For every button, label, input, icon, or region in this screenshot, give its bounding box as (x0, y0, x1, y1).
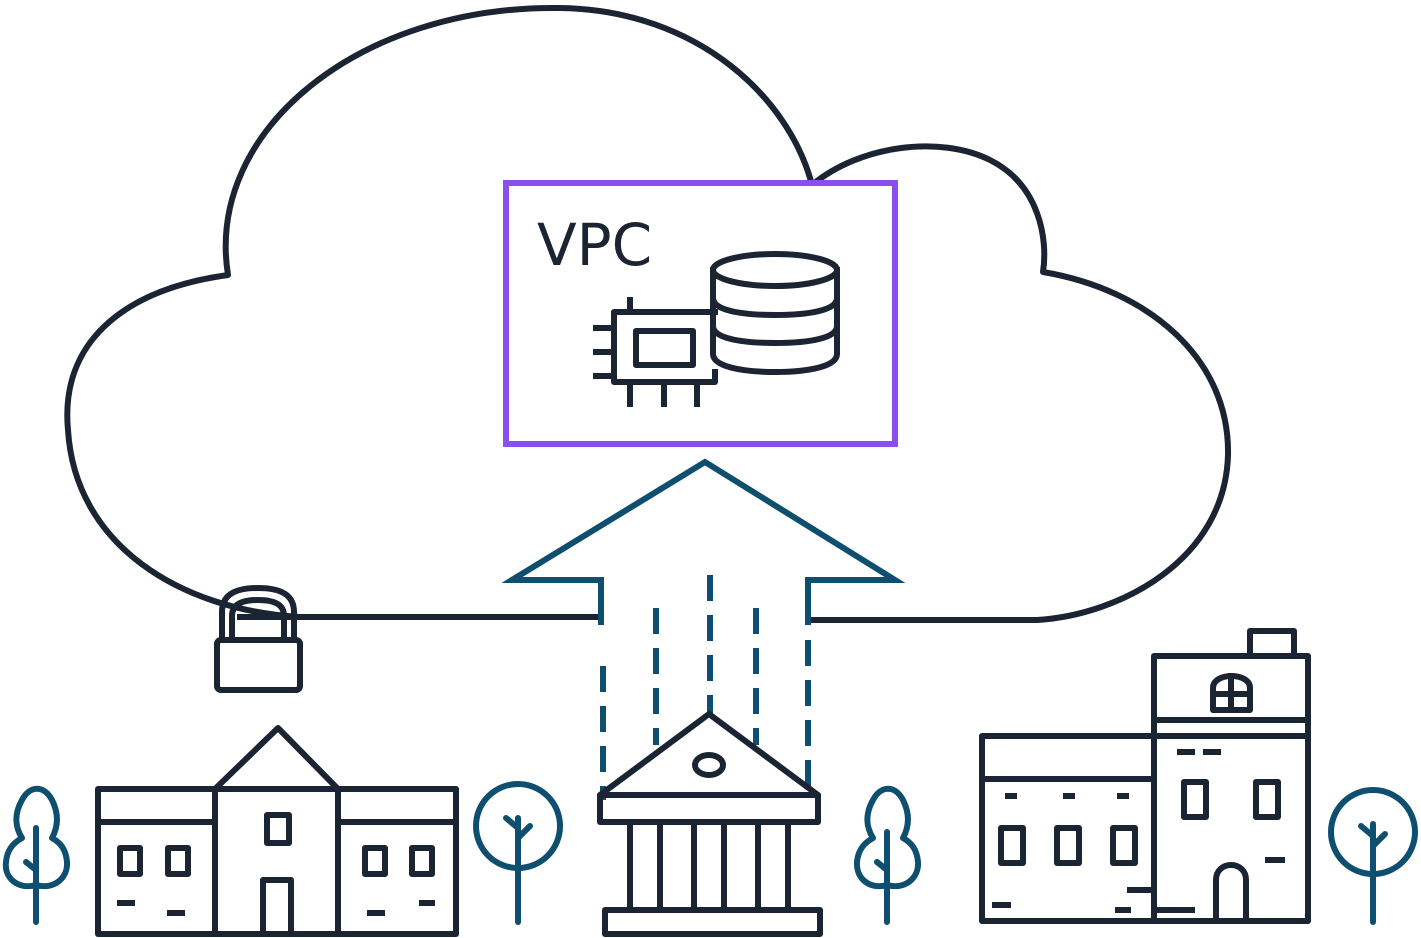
padlock-icon (214, 585, 303, 693)
bank-icon (597, 711, 823, 937)
tree-icon (854, 785, 921, 925)
cloud-icon (64, 4, 1232, 623)
tree-icon (1328, 787, 1418, 925)
database-icon (709, 251, 841, 375)
house-icon (95, 725, 459, 937)
chip-icon (593, 297, 718, 407)
tree-icon (2, 785, 70, 925)
migration-dashes (600, 575, 811, 800)
apartment-building-icon (979, 628, 1311, 924)
upload-arrow-icon (501, 458, 906, 625)
tree-icon (473, 781, 563, 925)
vpc-label: VPC (537, 211, 652, 279)
